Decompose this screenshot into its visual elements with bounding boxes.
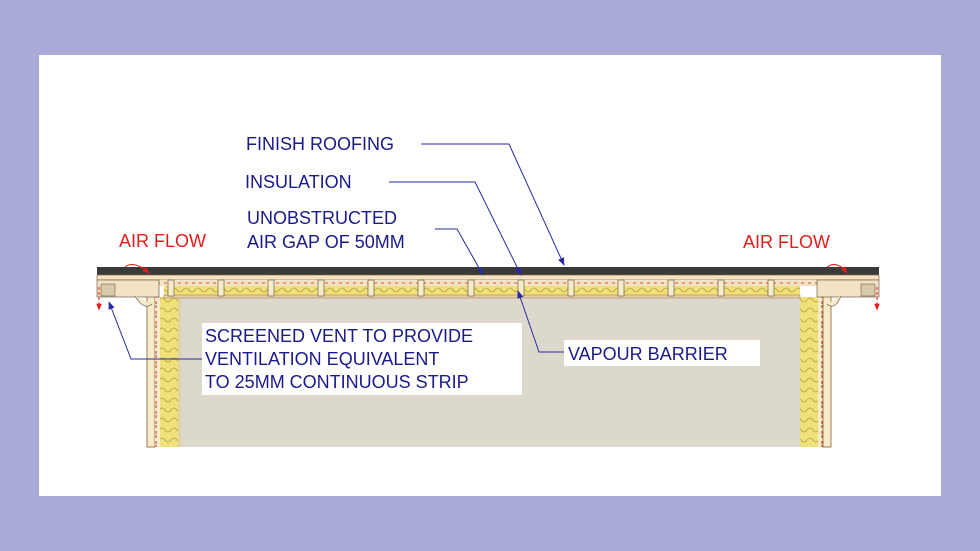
ceiling-board xyxy=(163,294,801,299)
screened-vent-line2: VENTILATION EQUIVALENT xyxy=(205,349,439,369)
screened-vent-line3: TO 25MM CONTINUOUS STRIP xyxy=(205,372,469,392)
sheathing-layer xyxy=(96,274,880,281)
vapour-barrier-callout: VAPOUR BARRIER xyxy=(564,340,760,366)
insulation-layer xyxy=(164,286,800,295)
finish-roofing-label: FINISH ROOFING xyxy=(246,134,394,154)
right-wall xyxy=(800,294,832,448)
roof-section-diagram: FINISH ROOFING INSULATION UNOBSTRUCTED A… xyxy=(96,134,880,448)
diagram-frame: FINISH ROOFING INSULATION UNOBSTRUCTED A… xyxy=(39,55,941,496)
finish-roofing-layer xyxy=(97,267,879,275)
air-gap-label-line1: UNOBSTRUCTED xyxy=(247,208,397,228)
air-flow-arrows xyxy=(96,264,880,311)
screened-vent-line1: SCREENED VENT TO PROVIDE xyxy=(205,326,473,346)
leader-lines xyxy=(108,143,565,360)
roof-assembly xyxy=(96,267,880,307)
left-wall xyxy=(146,294,181,448)
vapour-barrier-label: VAPOUR BARRIER xyxy=(568,344,728,364)
insulation-label: INSULATION xyxy=(245,172,352,192)
air-gap-label-line2: AIR GAP OF 50MM xyxy=(247,232,405,252)
air-flow-left-label: AIR FLOW xyxy=(119,231,206,251)
air-flow-right-label: AIR FLOW xyxy=(743,232,830,252)
screened-vent-callout: SCREENED VENT TO PROVIDE VENTILATION EQU… xyxy=(202,323,522,395)
